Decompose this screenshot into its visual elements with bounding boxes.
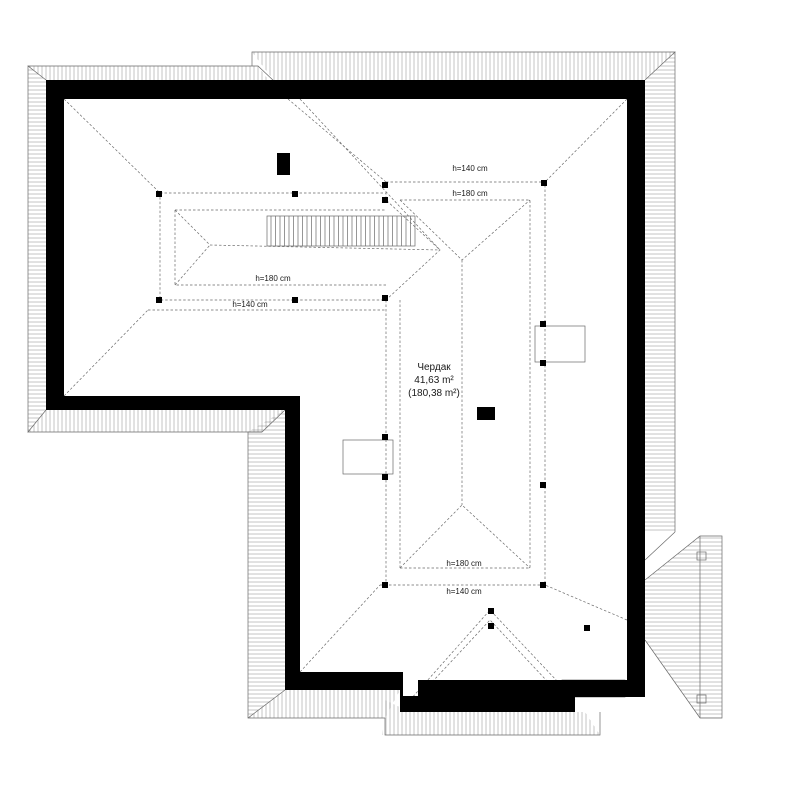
roof-post (292, 191, 298, 197)
roof-post (540, 482, 546, 488)
roof-ridge-lines (63, 98, 628, 701)
roof-post (382, 582, 388, 588)
roof-post (382, 295, 388, 301)
height-label-upper-180: h=180 cm (452, 189, 488, 198)
roof-post (156, 297, 162, 303)
roof-post (488, 623, 494, 629)
roof-post (382, 182, 388, 188)
roof-post (540, 321, 546, 327)
height-label-left-140: h=140 cm (232, 300, 268, 309)
room-area: 41,63 m² (414, 375, 454, 386)
chimney (477, 407, 495, 420)
roof-post (156, 191, 162, 197)
roof-post (541, 180, 547, 186)
height-label-upper-140: h=140 cm (452, 164, 488, 173)
roof-post (382, 197, 388, 203)
roof-posts (156, 180, 590, 631)
roof-post (540, 360, 546, 366)
roof-post (540, 582, 546, 588)
height-label-lower-140: h=140 cm (446, 587, 482, 596)
roof-post (292, 297, 298, 303)
chimney (277, 153, 290, 175)
room-area-total: (180,38 m²) (408, 388, 460, 399)
roof-post (382, 474, 388, 480)
height-label-lower-180: h=180 cm (446, 559, 482, 568)
height-label-left-180: h=180 cm (255, 274, 291, 283)
exterior-wall (46, 80, 645, 712)
roof-post (488, 608, 494, 614)
roof-post (584, 625, 590, 631)
roof-post (382, 434, 388, 440)
staircase (266, 215, 416, 247)
room-name: Чердак (417, 362, 451, 373)
